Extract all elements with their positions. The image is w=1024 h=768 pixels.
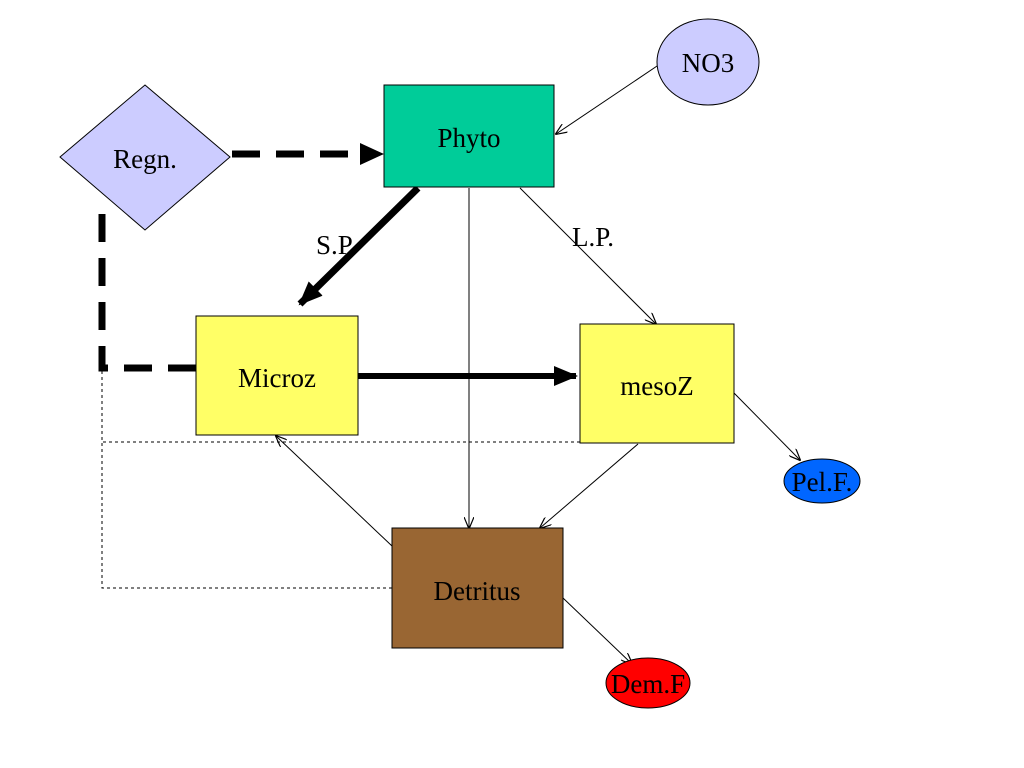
- microz-node: Microz: [195, 315, 359, 436]
- regn-label: Regn.: [113, 144, 177, 174]
- microz-label: Microz: [238, 363, 316, 393]
- edge-no3-phyto: [556, 61, 664, 134]
- edge-detritus-demf: [562, 597, 632, 664]
- pelf-shape: [783, 458, 861, 504]
- edge-phyto-microz-thick: [297, 185, 421, 307]
- edge-label-large-phyto: L.P.: [572, 222, 614, 252]
- phyto-shape: [383, 84, 555, 188]
- edge-phyto-mesoz: [519, 187, 656, 324]
- detritus-node: Detritus: [391, 527, 564, 649]
- edge-mesoz-pelf: [733, 392, 800, 460]
- arrowhead-regn-phyto: [360, 143, 384, 165]
- demf-node: Dem.F: [605, 657, 691, 709]
- edge-detritus-microz: [276, 436, 393, 547]
- phyto-node: Phyto: [383, 84, 555, 188]
- regn-shape: [59, 84, 231, 231]
- demf-label: Dem.F: [611, 669, 685, 699]
- phyto-label: Phyto: [437, 123, 500, 153]
- edge-mesoz-detritus: [540, 443, 639, 528]
- edge-detritus-regn-dotted: [101, 442, 392, 589]
- pelf-node: Pel.F.: [783, 458, 861, 504]
- mesoz-label: mesoZ: [620, 371, 694, 401]
- detritus-shape: [391, 527, 564, 649]
- pelf-label: Pel.F.: [792, 467, 853, 497]
- no3-node: NO3: [656, 18, 760, 106]
- no3-label: NO3: [682, 48, 735, 78]
- mesoz-shape: [579, 323, 735, 444]
- microz-shape: [195, 315, 359, 436]
- edge-microz-regn-dashed: [98, 212, 196, 372]
- detritus-label: Detritus: [434, 576, 521, 606]
- demf-shape: [605, 657, 691, 709]
- edge-label-small-phyto: S.P.: [316, 230, 357, 260]
- regn-node: Regn.: [59, 84, 231, 231]
- no3-shape: [656, 18, 760, 106]
- mesoz-node: mesoZ: [579, 323, 735, 444]
